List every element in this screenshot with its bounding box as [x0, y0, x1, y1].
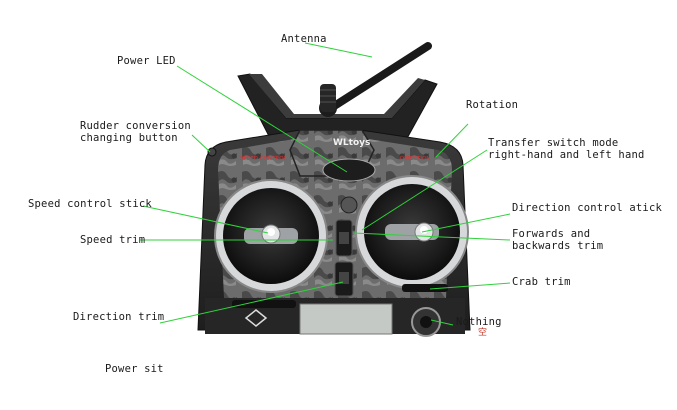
label-nothing: Nothing	[456, 316, 502, 328]
leader-crab-trim	[429, 282, 511, 290]
label-antenna: Antenna	[281, 33, 327, 45]
brand-logo: WLtoys	[333, 138, 370, 148]
leader-rotation	[435, 123, 469, 158]
label-transfer-switch: Transfer switch mode right-hand and left…	[488, 137, 645, 161]
label-direction-control-stick: Direction control atick	[512, 202, 662, 214]
leader-antenna	[304, 42, 373, 58]
label-crab-trim: Crab trim	[512, 276, 571, 288]
label-speed-control-stick: Speed control stick	[28, 198, 152, 210]
label-speed-trim: Speed trim	[80, 234, 146, 246]
center-trim-switches	[334, 219, 354, 297]
leader-direction-trim	[159, 281, 344, 324]
lower-panel	[205, 284, 465, 337]
label-power-switch: Power sit	[105, 363, 164, 375]
leader-rudder	[191, 134, 211, 153]
direction-trim-slider	[232, 300, 296, 308]
label-rudder-conversion: Rudder conversion changing button	[80, 120, 191, 144]
label-direction-trim: Direction trim	[73, 311, 165, 323]
antenna	[319, 42, 432, 117]
speed-control-stick	[214, 179, 328, 293]
leader-forwards-trim	[352, 232, 511, 241]
leader-speed-stick	[142, 205, 269, 234]
label-nothing-glyph: 空	[478, 328, 488, 338]
label-power-led: Power LED	[117, 55, 176, 67]
crab-trim-slider	[402, 284, 448, 292]
leader-lines	[140, 42, 511, 326]
leader-power-led	[176, 65, 348, 173]
label-rotation: Rotation	[466, 99, 519, 111]
leader-transfer	[361, 149, 488, 231]
rudder-conversion-button	[207, 147, 217, 157]
direction-control-stick	[355, 175, 469, 289]
panel-left-text: SPEED CONTROL	[240, 156, 288, 162]
lcd-screen	[299, 303, 393, 335]
panel-right-text: DIRECTION	[400, 156, 430, 162]
leader-nothing	[430, 319, 454, 326]
leader-direction-stick	[421, 213, 511, 233]
label-forwards-backwards-trim: Forwards and backwards trim	[512, 228, 604, 252]
